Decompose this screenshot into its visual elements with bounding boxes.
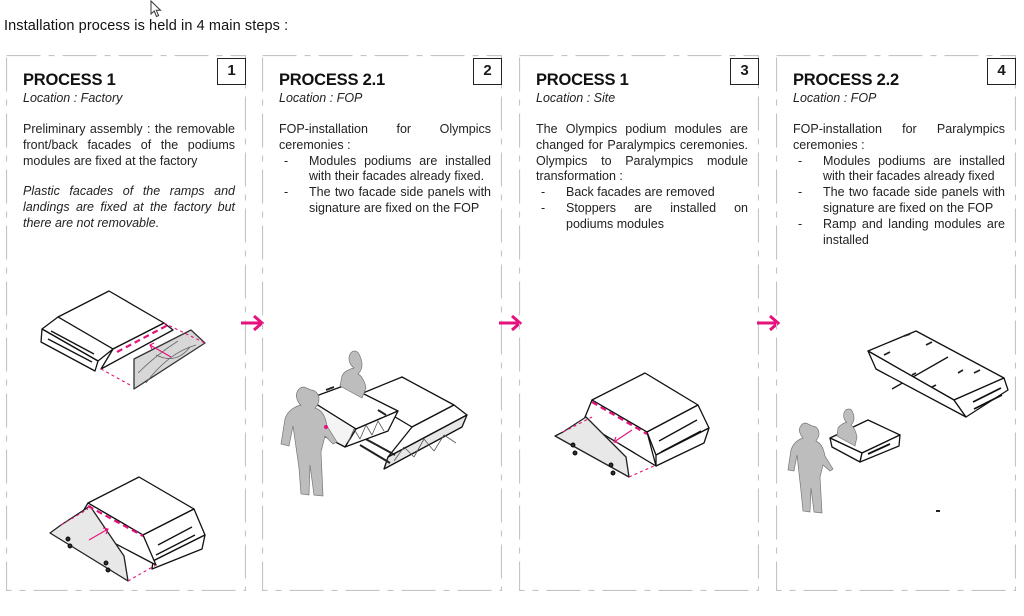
process-title: PROCESS 2.1	[279, 71, 386, 89]
description-paragraph: The Olympics podium modules are changed …	[536, 122, 748, 184]
bullet-item: - Modules podiums are installed with thei…	[793, 154, 1005, 186]
process-title: PROCESS 1	[23, 71, 116, 89]
arrow-right-icon	[241, 315, 265, 331]
description-bullets: - Modules podiums are installed with thei…	[793, 154, 1005, 249]
arrow-right-icon	[757, 315, 781, 331]
process-description: Preliminary assembly : the removable fro…	[23, 122, 235, 232]
back-facade-removal-illustration	[554, 372, 710, 478]
step-number-badge: 1	[217, 58, 246, 85]
dash-bullet-icon: -	[798, 153, 803, 168]
dash-bullet-icon: -	[798, 185, 803, 200]
bullet-item: - Stoppers are installed on podiums modul…	[536, 201, 748, 233]
podium-module-lower	[49, 476, 206, 582]
panel-frame	[776, 55, 1016, 591]
podium-facade-illustration	[40, 290, 206, 582]
process-panel-3: 3 PROCESS 1 Location : Site The Olympics…	[519, 55, 759, 591]
process-location: Location : FOP	[279, 91, 363, 105]
description-note: Plastic facades of the ramps and landing…	[23, 184, 235, 230]
podium-module-upper	[40, 290, 206, 390]
bullet-text: Ramp and landing modules are installed	[823, 216, 1005, 247]
description-paragraph: FOP-installation for Paralympics ceremon…	[793, 122, 1005, 152]
bullet-text: Modules podiums are installed with their…	[823, 153, 1005, 184]
dash-bullet-icon: -	[284, 185, 289, 200]
bullet-text: Modules podiums are installed with their…	[309, 153, 491, 184]
facade-guide-lines	[100, 322, 206, 386]
process-description: The Olympics podium modules are changed …	[536, 122, 748, 233]
process-title: PROCESS 1	[536, 71, 629, 89]
bullet-item: - The two facade side panels with signatu…	[793, 185, 1005, 217]
workers-carrying-module-illustration	[280, 350, 468, 497]
intro-heading: Installation process is held in 4 main s…	[4, 18, 289, 34]
dash-bullet-icon: -	[541, 200, 546, 215]
worker-figure	[787, 422, 834, 514]
step-number-badge: 4	[987, 58, 1016, 85]
bullet-text: The two facade side panels with signatur…	[823, 185, 1005, 215]
bullet-item: - Modules podiums are installed with thei…	[279, 154, 491, 186]
podium-module-carried	[829, 419, 901, 463]
podium-module-double	[867, 330, 1009, 418]
mouse-pointer-icon	[150, 0, 162, 18]
worker-figure	[280, 386, 338, 497]
step-number-badge: 3	[730, 58, 759, 85]
process-location: Location : Site	[536, 91, 616, 105]
pink-direction-arrow	[613, 429, 633, 444]
description-bullets: - Back facades are removed - Stoppers are …	[536, 185, 748, 232]
process-location: Location : FOP	[793, 91, 877, 105]
arrow-right-icon	[499, 315, 523, 331]
podium-module-installed	[357, 376, 468, 470]
bullet-text: Back facades are removed	[566, 185, 715, 200]
podium-module	[554, 372, 710, 478]
worker-figure	[339, 350, 367, 399]
worker-figure	[836, 408, 858, 447]
bullet-item: - Ramp and landing modules are installed	[793, 217, 1005, 249]
pink-direction-arrow	[149, 342, 172, 358]
bullet-text: Stoppers are installed on podiums module…	[566, 200, 748, 231]
process-title: PROCESS 2.2	[793, 71, 900, 89]
process-description: FOP-installation for Paralympics ceremon…	[793, 122, 1005, 248]
process-panel-4: 4 PROCESS 2.2 Location : FOP FOP-install…	[776, 55, 1016, 591]
bullet-text: The two facade side panels with signatur…	[309, 185, 491, 215]
process-panel-1: 1 PROCESS 1 Location : Factory Prelimina…	[6, 55, 246, 591]
description-paragraph: Preliminary assembly : the removable fro…	[23, 122, 235, 168]
description-bullets: - Modules podiums are installed with thei…	[279, 154, 491, 217]
process-location: Location : Factory	[23, 91, 123, 105]
process-description: FOP-installation for Olympics ceremonies…	[279, 122, 491, 217]
dash-bullet-icon: -	[284, 153, 289, 168]
process-panel-2: 2 PROCESS 2.1 Location : FOP FOP-install…	[262, 55, 502, 591]
ramp-landing-installation-illustration	[787, 330, 1009, 514]
description-paragraph: FOP-installation for Olympics ceremonies…	[279, 122, 491, 152]
bullet-item: - The two facade side panels with signatu…	[279, 185, 491, 217]
step-number-badge: 2	[473, 58, 502, 85]
bullet-item: - Back facades are removed	[536, 185, 748, 201]
dash-bullet-icon: -	[541, 185, 546, 200]
dash-bullet-icon: -	[798, 216, 803, 231]
